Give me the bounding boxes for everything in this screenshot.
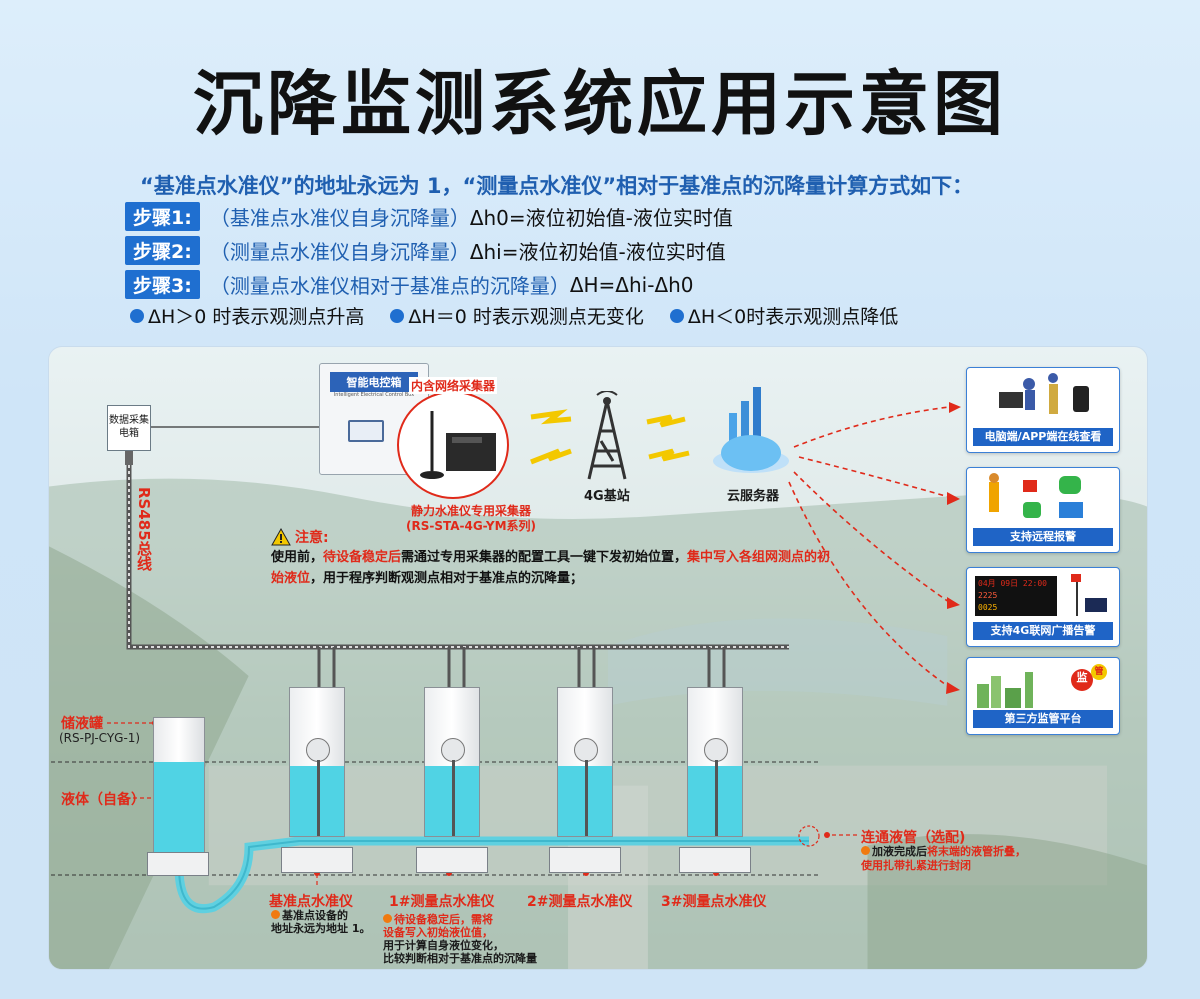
pipe-label: 连通液管（选配)	[861, 830, 966, 846]
cloud-server-icon	[713, 387, 789, 473]
instrument-1	[424, 687, 480, 837]
tank-liquid	[154, 762, 204, 856]
collector-model: (RS-STA-4G-YM系列)	[405, 519, 537, 533]
liquid-label: 液体（自备）	[61, 792, 145, 808]
card-online-view: 电脑端/APP端在线查看	[966, 367, 1120, 453]
float-icon	[574, 738, 598, 762]
instrument-ref	[289, 687, 345, 837]
orange-dot-icon	[383, 914, 392, 923]
card-caption: 电脑端/APP端在线查看	[973, 428, 1113, 446]
control-box-display-icon	[348, 420, 384, 442]
instrument-label-2: 2#测量点水准仪	[527, 894, 633, 910]
collector-device-label: 静力水准仪专用采集器	[410, 504, 531, 518]
step-formula: Δh0=液位初始值-液位实时值	[469, 206, 733, 230]
control-box-title: 智能电控箱	[330, 372, 418, 392]
instrument-3	[687, 687, 743, 837]
diagram-panel: 数据采集电箱	[48, 346, 1148, 970]
step-desc: （基准点水准仪自身沉降量）	[209, 206, 470, 230]
intro-text: “基准点水准仪”的地址永远为 1，“测量点水准仪”相对于基准点的沉降量计算方式如…	[140, 174, 974, 198]
tower-label: 4G基站	[584, 489, 630, 504]
instrument-label-1: 1#测量点水准仪	[389, 894, 495, 910]
step-badge: 步骤1:	[125, 202, 200, 231]
instrument-base	[549, 847, 621, 873]
orange-dot-icon	[861, 846, 870, 855]
collector-device-icon	[420, 411, 496, 479]
card-4g-broadcast: 04月 09日 22:00 2225 0025 支持4G联网广播告警	[966, 567, 1120, 647]
wiring-svg	[51, 402, 961, 913]
instrument-2	[557, 687, 613, 837]
float-icon	[441, 738, 465, 762]
instrument-base	[679, 847, 751, 873]
bullet-list: ΔH＞0 时表示观测点升高 ΔH＝0 时表示观测点无变化 ΔH＜0时表示观测点降…	[130, 302, 898, 329]
step-1: 步骤1: （基准点水准仪自身沉降量） Δh0=液位初始值-液位实时值	[125, 202, 733, 231]
control-box-subtitle: Intelligent Electrical Control Box	[333, 392, 415, 398]
bullet-item: ΔH＝0 时表示观测点无变化	[390, 302, 644, 329]
cloud-label: 云服务器	[727, 489, 780, 504]
step-2: 步骤2: （测量点水准仪自身沉降量） Δhi=液位初始值-液位实时值	[125, 236, 726, 265]
note-block: 注意: 使用前，待设备稳定后需通过专用采集器的配置工具一键下发初始位置，集中写入…	[271, 527, 831, 589]
float-icon	[704, 738, 728, 762]
step-formula: ΔH=Δhi-Δh0	[569, 272, 694, 297]
step-badge: 步骤2:	[125, 236, 200, 265]
instrument-base	[281, 847, 353, 873]
instrument-base	[416, 847, 488, 873]
step-desc: （测量点水准仪相对于基准点的沉降量）	[209, 274, 570, 298]
tank-model: (RS-PJ-CYG-1)	[59, 731, 141, 745]
bullet-item: ΔH＞0 时表示观测点升高	[130, 302, 364, 329]
bullet-item: ΔH＜0时表示观测点降低	[669, 302, 898, 329]
measure-note: 待设备稳定后，需将 设备写入初始液位值， 用于计算自身液位变化， 比较判断相对于…	[383, 913, 537, 965]
step-desc: （测量点水准仪自身沉降量）	[209, 240, 470, 264]
step-badge: 步骤3:	[125, 270, 200, 299]
bullet-dot-icon	[390, 308, 405, 323]
data-collection-box: 数据采集电箱	[107, 405, 151, 451]
platform-sign-guan: 管	[1094, 667, 1104, 677]
platform-sign-jian: 监	[1076, 671, 1088, 684]
instrument-label-3: 3#测量点水准仪	[661, 894, 767, 910]
card-caption: 支持4G联网广播告警	[973, 622, 1113, 640]
bullet-dot-icon	[669, 308, 684, 323]
warning-icon	[271, 528, 291, 546]
solar-panel-icon	[1071, 574, 1107, 616]
pc-app-users-icon	[999, 373, 1089, 414]
tower-icon	[587, 391, 627, 480]
rs485-label: RS485总线	[135, 487, 153, 571]
note-body: 使用前，待设备稳定后需通过专用采集器的配置工具一键下发初始位置，集中写入各组网测…	[271, 550, 831, 586]
storage-tank	[153, 717, 205, 857]
alarm-icons	[989, 473, 1083, 518]
pipe-note: 加液完成后将末端的液管折叠， 使用扎带扎紧进行封闭	[861, 845, 1026, 872]
card-third-party: 监 管 第三方监管平台	[966, 657, 1120, 735]
card-caption: 第三方监管平台	[973, 710, 1113, 728]
card-remote-alarm: 支持远程报警	[966, 467, 1120, 553]
step-3: 步骤3: （测量点水准仪相对于基准点的沉降量） ΔH=Δhi-Δh0	[125, 270, 694, 299]
tank-label: 储液罐	[61, 716, 103, 732]
page-title: 沉降监测系统应用示意图	[193, 63, 1007, 145]
orange-dot-icon	[271, 910, 280, 919]
bullet-dot-icon	[130, 308, 144, 323]
led-display: 04月 09日 22:00 2225 0025	[975, 576, 1057, 616]
float-icon	[306, 738, 330, 762]
step-formula: Δhi=液位初始值-液位实时值	[469, 240, 726, 264]
tank-base	[147, 852, 209, 876]
card-caption: 支持远程报警	[973, 528, 1113, 546]
city-platform-icon	[977, 664, 1107, 708]
collector-tag: 内含网络采集器	[409, 377, 498, 394]
instrument-label-ref: 基准点水准仪	[269, 894, 353, 910]
ref-note: 基准点设备的 地址永远为地址 1。	[271, 909, 371, 935]
note-title: 注意:	[295, 530, 329, 546]
